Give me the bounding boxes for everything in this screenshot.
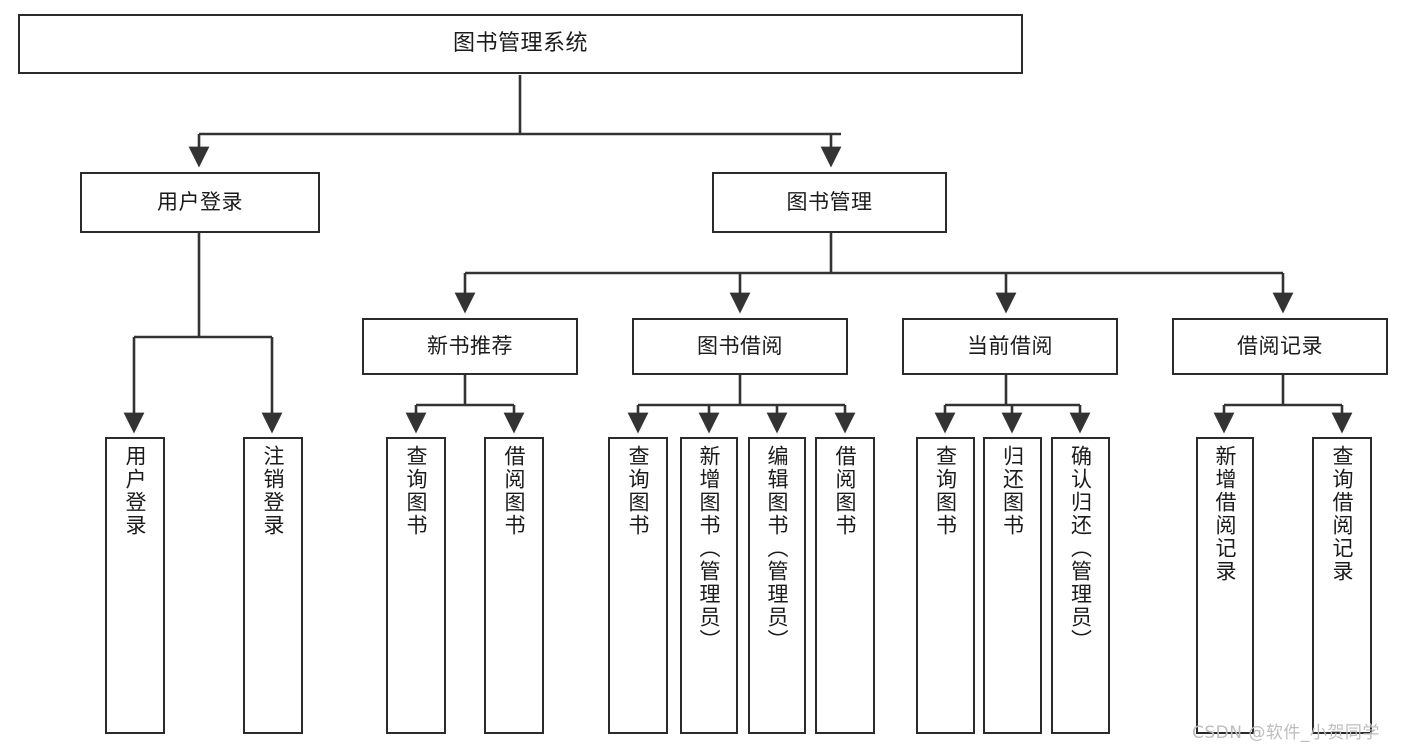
leaf-book-borrow-query-label: 查询图书 xyxy=(626,445,651,537)
leaf-borrow-record-query-label: 查询借阅记录 xyxy=(1330,445,1355,583)
node-book-borrow-label: 图书借阅 xyxy=(697,334,783,359)
leaf-book-borrow-borrow-label: 借阅图书 xyxy=(833,445,858,537)
csdn-watermark: CSDN @软件_小贺同学 xyxy=(1192,723,1380,743)
node-current-borrow[interactable]: 当前借阅 xyxy=(902,318,1118,375)
leaf-book-borrow-query[interactable]: 查询图书 xyxy=(608,437,668,734)
leaf-current-borrow-query-label: 查询图书 xyxy=(933,445,958,537)
leaf-current-borrow-confirm-return-label: 确认归还（管理员） xyxy=(1068,445,1093,652)
leaf-user-login-logout[interactable]: 注销登录 xyxy=(243,437,303,734)
leaf-book-borrow-edit[interactable]: 编辑图书（管理员） xyxy=(748,437,806,734)
leaf-user-login-login[interactable]: 用户登录 xyxy=(105,437,165,734)
leaf-new-book-borrow-label: 借阅图书 xyxy=(502,445,527,537)
node-book-management[interactable]: 图书管理 xyxy=(712,172,947,233)
leaf-current-borrow-return[interactable]: 归还图书 xyxy=(983,437,1042,734)
leaf-current-borrow-query[interactable]: 查询图书 xyxy=(916,437,975,734)
leaf-book-borrow-add[interactable]: 新增图书（管理员） xyxy=(680,437,738,734)
leaf-user-login-login-label: 用户登录 xyxy=(123,445,148,537)
node-new-book-recommend-label: 新书推荐 xyxy=(427,334,513,359)
leaf-current-borrow-return-label: 归还图书 xyxy=(1000,445,1025,537)
node-new-book-recommend[interactable]: 新书推荐 xyxy=(362,318,578,375)
leaf-borrow-record-query[interactable]: 查询借阅记录 xyxy=(1312,437,1372,734)
node-user-login[interactable]: 用户登录 xyxy=(80,172,320,233)
node-user-login-label: 用户登录 xyxy=(157,190,243,215)
node-current-borrow-label: 当前借阅 xyxy=(967,334,1053,359)
node-root-system-label: 图书管理系统 xyxy=(452,31,588,57)
node-root-system[interactable]: 图书管理系统 xyxy=(18,14,1023,74)
node-book-management-label: 图书管理 xyxy=(786,190,873,215)
leaf-borrow-record-add-label: 新增借阅记录 xyxy=(1213,445,1238,583)
leaf-new-book-query[interactable]: 查询图书 xyxy=(386,437,446,734)
leaf-book-borrow-borrow[interactable]: 借阅图书 xyxy=(815,437,875,734)
leaf-current-borrow-confirm-return[interactable]: 确认归还（管理员） xyxy=(1051,437,1110,734)
node-borrow-record[interactable]: 借阅记录 xyxy=(1172,318,1388,375)
leaf-book-borrow-add-label: 新增图书（管理员） xyxy=(697,445,722,652)
leaf-book-borrow-edit-label: 编辑图书（管理员） xyxy=(765,445,790,652)
leaf-new-book-borrow[interactable]: 借阅图书 xyxy=(484,437,544,734)
leaf-user-login-logout-label: 注销登录 xyxy=(261,445,286,537)
node-book-borrow[interactable]: 图书借阅 xyxy=(632,318,848,375)
leaf-new-book-query-label: 查询图书 xyxy=(404,445,429,537)
node-borrow-record-label: 借阅记录 xyxy=(1237,334,1323,359)
leaf-borrow-record-add[interactable]: 新增借阅记录 xyxy=(1196,437,1254,734)
